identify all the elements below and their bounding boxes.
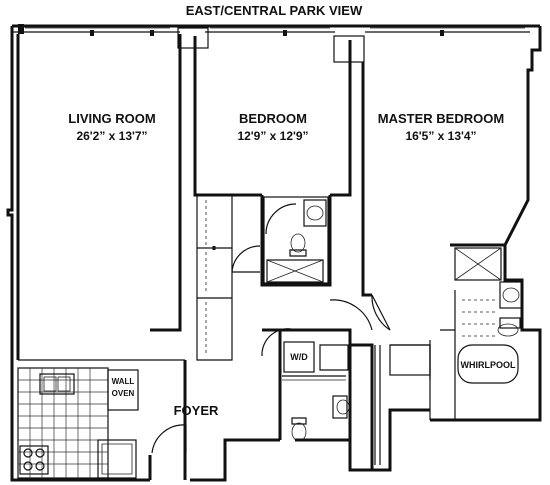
- foyer-walls: [148, 299, 373, 482]
- living-room-dims: 26'2” x 13'7”: [76, 129, 147, 143]
- master-bedroom-label: MASTER BEDROOM 16'5” x 13'4”: [378, 111, 504, 143]
- bedroom-bath: [263, 196, 329, 284]
- living-room-name: LIVING ROOM: [68, 111, 155, 126]
- wd-label: W/D: [290, 352, 308, 362]
- living-room-walls: [6, 26, 185, 482]
- master-bedroom-dims: 16'5” x 13'4”: [405, 129, 476, 143]
- bedroom-dims: 12'9” x 12'9”: [237, 129, 308, 143]
- master-closets: [350, 343, 431, 472]
- bedroom-walls: [193, 36, 352, 361]
- whirlpool-label: WHIRLPOOL: [461, 360, 516, 370]
- plan-title: EAST/CENTRAL PARK VIEW: [186, 3, 363, 18]
- master-bedroom-walls: [361, 26, 542, 331]
- foyer-label: FOYER: [174, 403, 219, 418]
- master-bedroom-name: MASTER BEDROOM: [378, 111, 504, 126]
- hall-bath: W/D: [261, 328, 352, 442]
- wall-oven-label-line2: OVEN: [112, 389, 135, 398]
- living-room-label: LIVING ROOM 26'2” x 13'7”: [68, 111, 155, 143]
- bedroom-name: BEDROOM: [239, 111, 307, 126]
- master-bath: WHIRLPOOL: [429, 243, 542, 422]
- bedroom-label: BEDROOM 12'9” x 12'9”: [237, 111, 308, 143]
- kitchen: WALL OVEN: [17, 367, 139, 479]
- wall-oven-label-line1: WALL: [112, 377, 135, 386]
- exterior-top-wall: [12, 24, 540, 63]
